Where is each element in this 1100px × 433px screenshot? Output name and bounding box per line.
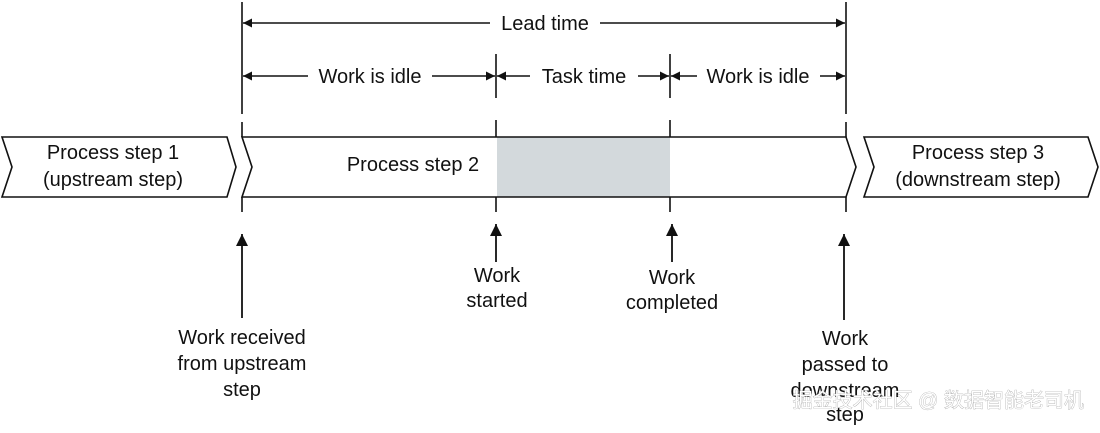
event-started-line1: Work xyxy=(474,265,521,287)
process-step-3-line1: Process step 3 xyxy=(912,142,1044,164)
event-passed-line4: step xyxy=(826,404,864,426)
idle-after-label: Work is idle xyxy=(707,66,810,88)
event-passed-line2: passed to xyxy=(802,354,889,376)
lead-time-label: Lead time xyxy=(501,13,589,35)
event-received-line2: from upstream xyxy=(178,353,307,375)
event-started-line2: started xyxy=(466,290,527,312)
process-step-1-line1: Process step 1 xyxy=(47,142,179,164)
watermark-text: 掘金技术社区 @ 数据智能老司机 xyxy=(793,389,1084,412)
process-step-1-shape xyxy=(0,136,237,198)
event-passed-line1: Work xyxy=(822,328,869,350)
event-completed-line2: completed xyxy=(626,292,718,314)
task-time-label: Task time xyxy=(542,66,626,88)
event-completed-line1: Work xyxy=(649,267,696,289)
event-received-line1: Work received xyxy=(178,327,305,349)
event-passed-line3: downstream xyxy=(791,380,900,402)
process-step-3-line2: (downstream step) xyxy=(895,169,1061,191)
process-step-1-line2: (upstream step) xyxy=(43,169,183,191)
event-received-line3: step xyxy=(223,379,261,401)
task-time-region xyxy=(497,137,670,197)
process-step-2-label: Process step 2 xyxy=(347,154,479,176)
process-step-3-shape xyxy=(862,136,1099,198)
idle-before-label: Work is idle xyxy=(319,66,422,88)
